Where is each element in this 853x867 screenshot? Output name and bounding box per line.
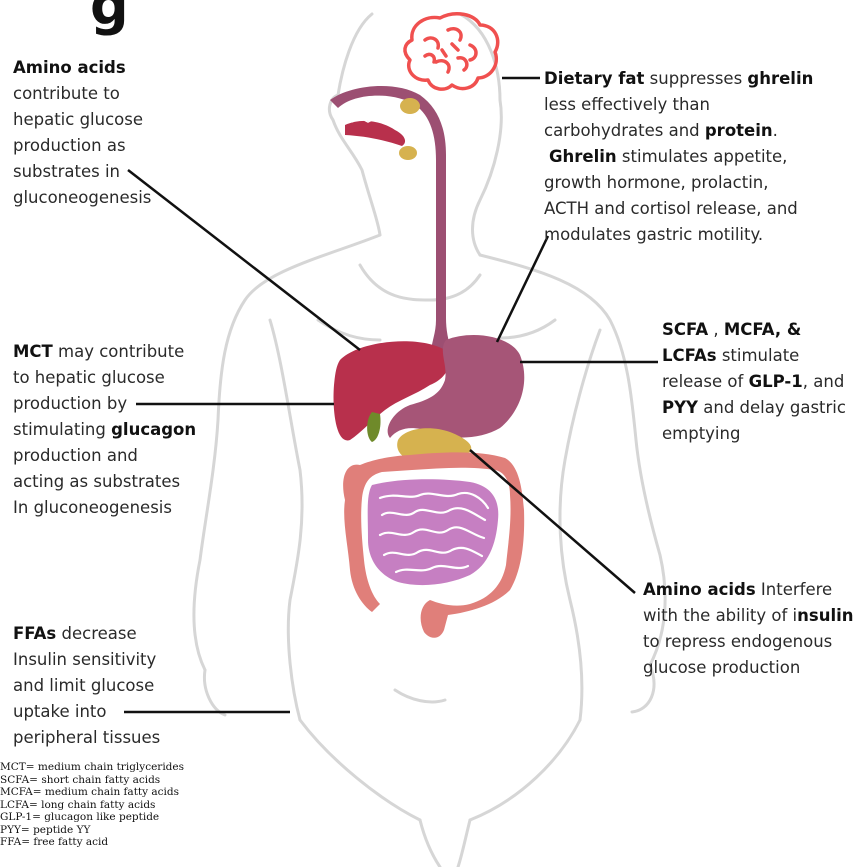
amino-bottom-text: with the ability of i — [643, 606, 797, 625]
mct-line: to hepatic glucose — [13, 365, 196, 391]
esophagus — [330, 86, 452, 352]
mct-line: production and — [13, 443, 196, 469]
mct-term: MCT — [13, 342, 53, 361]
glucagon-term: glucagon — [111, 420, 196, 439]
scfa-text: and delay gastric — [698, 398, 846, 417]
annotation-amino-acids-insulin: Amino acids Interfere with the ability o… — [643, 577, 853, 681]
glp1-term: GLP-1 — [749, 372, 803, 391]
amino-top-line: production as — [13, 133, 151, 159]
ffa-text: decrease — [56, 624, 136, 643]
brain — [405, 14, 498, 89]
amino-top-line: substrates in — [13, 159, 151, 185]
dietary-fat-line: less effectively than — [544, 92, 813, 118]
protein-term: protein — [705, 121, 773, 140]
ffa-line: uptake into — [13, 699, 160, 725]
mcfa-term: MCFA, & — [724, 320, 801, 339]
abbreviation-legend: MCT= medium chain triglycerides SCFA= sh… — [0, 761, 184, 849]
annotation-mct: MCT may contribute to hepatic glucose pr… — [13, 339, 196, 521]
mct-line: acting as substrates — [13, 469, 196, 495]
legend-item: SCFA= short chain fatty acids — [0, 774, 184, 787]
ffa-line: peripheral tissues — [13, 725, 160, 751]
legend-item: MCT= medium chain triglycerides — [0, 761, 184, 774]
scfa-text: release of — [662, 372, 749, 391]
amino-bottom-line: glucose production — [643, 655, 853, 681]
mct-line: In gluconeogenesis — [13, 495, 196, 521]
amino-top-line: gluconeogenesis — [13, 185, 151, 211]
amino-bottom-text: Interfere — [756, 580, 833, 599]
annotation-dietary-fat-ghrelin: Dietary fat suppresses ghrelin less effe… — [544, 66, 813, 248]
dietary-fat-term: Dietary fat — [544, 69, 644, 88]
scfa-text: , — [708, 320, 724, 339]
pyy-term: PYY — [662, 398, 698, 417]
ffa-line: Insulin sensitivity — [13, 647, 160, 673]
leader-amino-top — [128, 170, 360, 350]
mct-text: stimulating — [13, 420, 111, 439]
scfa-text: , and — [803, 372, 845, 391]
ghrelin-line: growth hormone, prolactin, — [544, 170, 813, 196]
insulin-term: nsulin — [797, 606, 853, 625]
ghrelin-text: stimulates appetite, — [617, 147, 788, 166]
dietary-fat-text: carbohydrates and — [544, 121, 705, 140]
legend-item: GLP-1= glucagon like peptide — [0, 811, 184, 824]
amino-bottom-line: to repress endogenous — [643, 629, 853, 655]
annotation-ffas: FFAs decrease Insulin sensitivity and li… — [13, 621, 160, 751]
scfa-text: stimulate — [717, 346, 800, 365]
annotation-amino-acids-hepatic: Amino acids contribute to hepatic glucos… — [13, 55, 151, 211]
dietary-fat-text: suppresses — [644, 69, 747, 88]
legend-item: MCFA= medium chain fatty acids — [0, 786, 184, 799]
mct-line: production by — [13, 391, 196, 417]
ghrelin-line: modulates gastric motility. — [544, 222, 813, 248]
ffa-term: FFAs — [13, 624, 56, 643]
mct-text: may contribute — [53, 342, 184, 361]
amino-top-line: contribute to — [13, 81, 151, 107]
leader-ghrelin — [497, 236, 548, 342]
amino-top-heading: Amino acids — [13, 58, 126, 77]
lcfa-term: LCFAs — [662, 346, 717, 365]
scfa-term: SCFA — [662, 320, 708, 339]
ghrelin-term: Ghrelin — [549, 147, 617, 166]
amino-bottom-term: Amino acids — [643, 580, 756, 599]
amino-top-line: hepatic glucose — [13, 107, 151, 133]
legend-item: LCFA= long chain fatty acids — [0, 799, 184, 812]
dietary-fat-text: . — [773, 121, 778, 140]
ffa-line: and limit glucose — [13, 673, 160, 699]
annotation-scfa-mcfa-lcfa: SCFA , MCFA, & LCFAs stimulate release o… — [662, 317, 846, 447]
scfa-line: emptying — [662, 421, 846, 447]
ghrelin-term: ghrelin — [747, 69, 813, 88]
legend-item: PYY= peptide YY — [0, 824, 184, 837]
ghrelin-line: ACTH and cortisol release, and — [544, 196, 813, 222]
legend-item: FFA= free fatty acid — [0, 836, 184, 849]
